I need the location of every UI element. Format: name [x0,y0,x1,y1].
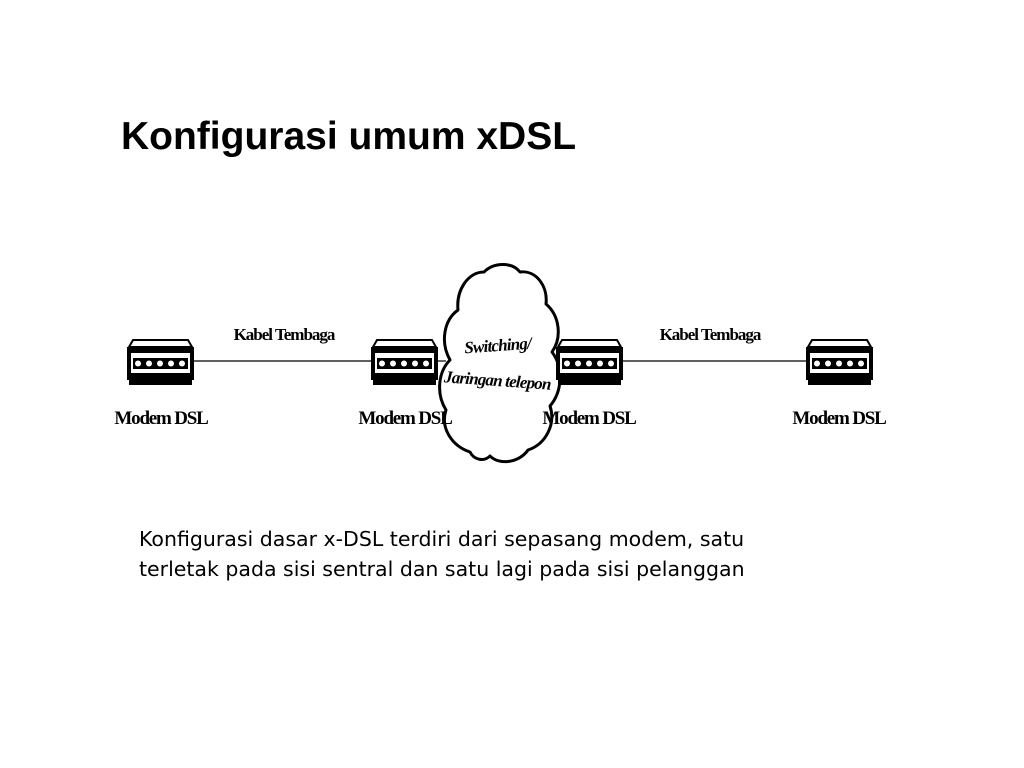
modem-icon-4 [806,339,873,385]
cable-label-left: Kabel Tembaga [234,325,336,344]
cable-label-right: Kabel Tembaga [660,325,762,344]
cloud-label-line1: Switching/ [464,333,535,357]
modem-label-4: Modem DSL [792,408,886,429]
modem-icon-3 [556,339,623,385]
description-line-2: terletak pada sisi sentral dan satu lagi… [139,557,745,581]
modem-label-1: Modem DSL [114,408,208,429]
description-text: Konfigurasi dasar x-DSL terdiri dari sep… [139,524,939,584]
modem-label-3: Modem DSL [542,408,636,429]
slide-title: Konfigurasi umum xDSL [121,115,577,158]
description-line-1: Konfigurasi dasar x-DSL terdiri dari sep… [139,527,745,551]
modem-label-2: Modem DSL [358,408,452,429]
cloud-icon [438,263,562,464]
modem-icon-2 [371,339,438,385]
modem-icon-1 [127,339,194,385]
